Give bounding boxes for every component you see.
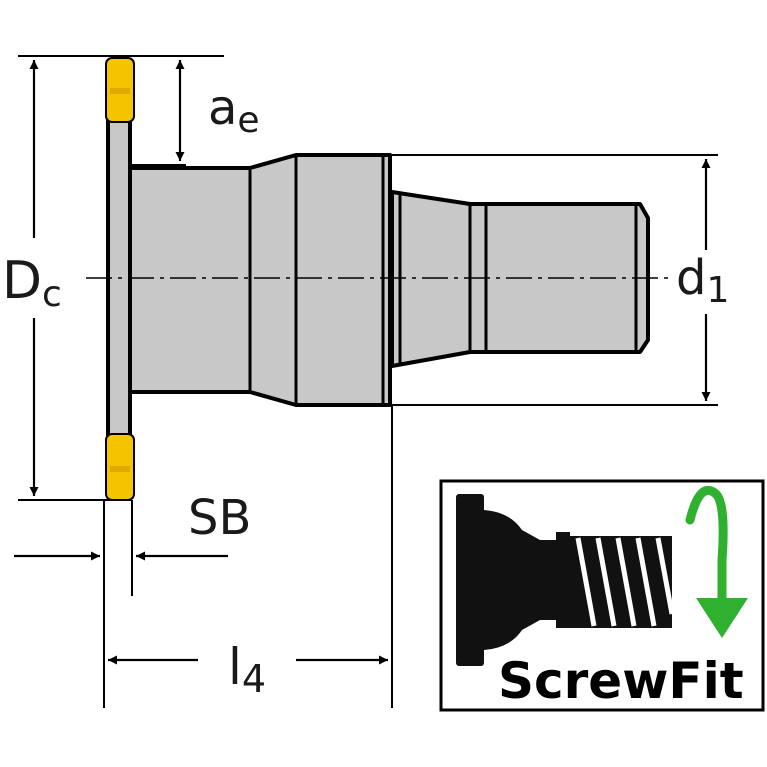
d1-label: d1 <box>676 250 729 311</box>
tool-body <box>106 118 650 442</box>
cutter-disc <box>106 118 132 442</box>
dc-label: Dc <box>2 251 62 315</box>
ae-label: ae <box>208 80 260 141</box>
dimension-arrows <box>14 60 711 665</box>
insert-top <box>105 57 135 123</box>
screwfit-badge: ScrewFit <box>439 479 765 712</box>
insert-bottom <box>105 433 135 501</box>
extension-lines <box>18 55 718 708</box>
cutter-hub <box>128 153 392 407</box>
sb-label: SB <box>188 490 251 546</box>
screw-shank <box>390 190 650 368</box>
screwfit-label: ScrewFit <box>498 652 744 710</box>
screwfit-rotate-icon <box>456 485 748 666</box>
l4-label: l4 <box>228 638 266 701</box>
